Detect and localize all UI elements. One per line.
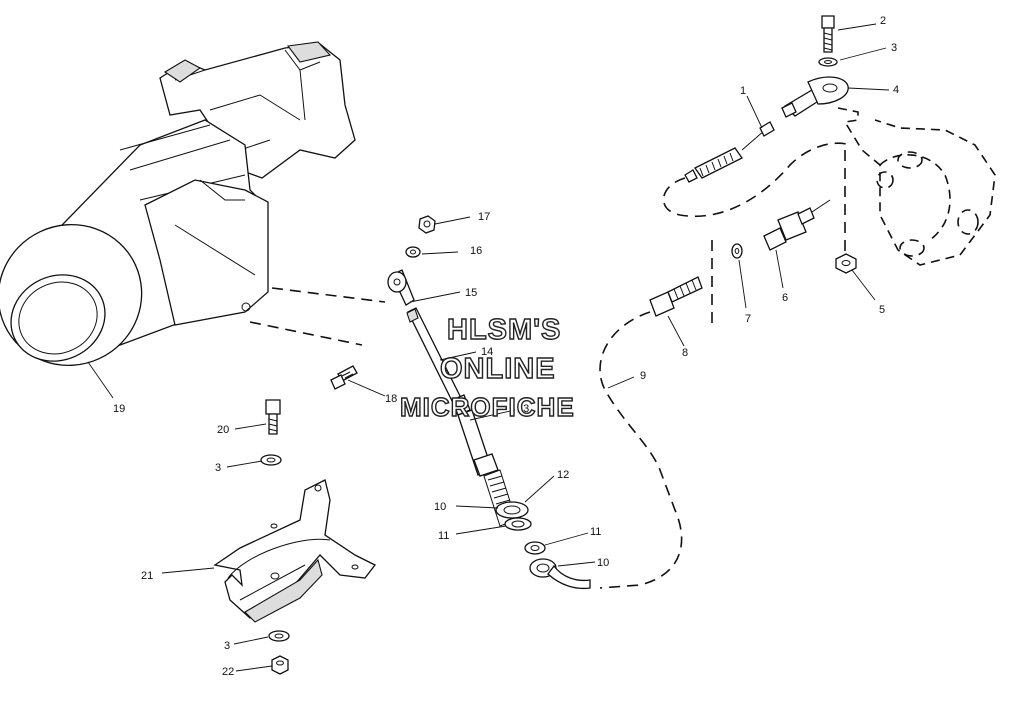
part-3-washer-middle [260, 454, 282, 466]
part-7-washer [731, 243, 743, 259]
callout-6: 6 [782, 292, 788, 304]
callout-21: 21 [141, 570, 153, 582]
callout-1: 1 [740, 85, 746, 97]
callout-17: 17 [478, 211, 490, 223]
watermark-line-3: MICROFICHE [399, 391, 575, 422]
callout-11-upper: 11 [438, 530, 449, 542]
connection-line-bolt [249, 321, 363, 346]
part-17-nut [418, 215, 436, 234]
callout-10-lower: 10 [597, 557, 609, 569]
callout-19: 19 [113, 403, 125, 415]
part-6-cable-housing-end [763, 199, 831, 251]
callout-10-upper: 10 [434, 501, 446, 513]
connection-line-cable-loop [662, 142, 851, 217]
callout-20: 20 [217, 424, 229, 436]
callout-5: 5 [879, 304, 885, 316]
part-15-rod-end [387, 269, 415, 306]
part-19-shaft-housing [0, 41, 356, 367]
part-13-cable-end-assembly [451, 394, 517, 527]
part-11-washer-lower [524, 541, 546, 555]
callout-14: 14 [481, 346, 493, 358]
cable-sheath-lower [547, 564, 591, 590]
ghost-transmission-housing [837, 107, 996, 266]
callout-18: 18 [385, 393, 397, 405]
callout-13: 13 [517, 403, 529, 415]
callout-3-top: 3 [891, 42, 897, 54]
connection-line-bracket [271, 287, 386, 303]
callout-7: 7 [745, 313, 751, 325]
part-3-washer-top [818, 57, 838, 67]
callout-22: 22 [222, 666, 234, 678]
part-16-washer [405, 246, 421, 258]
callout-2: 2 [880, 15, 886, 27]
callout-3-bottom: 3 [224, 640, 230, 652]
part-11-washer-upper [504, 517, 532, 531]
watermark-line-2: ONLINE [439, 352, 556, 385]
part-20-bolt [265, 399, 281, 435]
part-10-nut-upper [495, 501, 529, 519]
callout-8: 8 [682, 347, 688, 359]
callout-3-middle: 3 [215, 462, 221, 474]
part-22-nut [271, 655, 289, 675]
part-4-clevis [781, 76, 849, 118]
watermark-line-1: HLSM'S [446, 313, 562, 346]
part-8-cable-adjuster [649, 276, 703, 317]
part-1-inner-cable [684, 121, 775, 183]
callout-16: 16 [470, 245, 482, 257]
leader-lines [87, 23, 890, 672]
part-2-bolt [821, 15, 835, 53]
callout-11-lower: 11 [590, 526, 601, 538]
part-5-nut [835, 253, 857, 274]
part-9-cable-route [599, 311, 683, 589]
callout-12: 12 [557, 469, 569, 481]
part-18-bolt [330, 365, 358, 390]
callout-4: 4 [893, 84, 899, 96]
part-21-mounting-bracket [213, 479, 376, 623]
callout-9: 9 [640, 370, 646, 382]
part-3-washer-bottom [268, 630, 290, 642]
callout-numbers: 1 2 3 4 5 6 7 8 9 10 10 11 11 12 13 14 1… [113, 15, 899, 678]
callout-15: 15 [465, 287, 477, 299]
